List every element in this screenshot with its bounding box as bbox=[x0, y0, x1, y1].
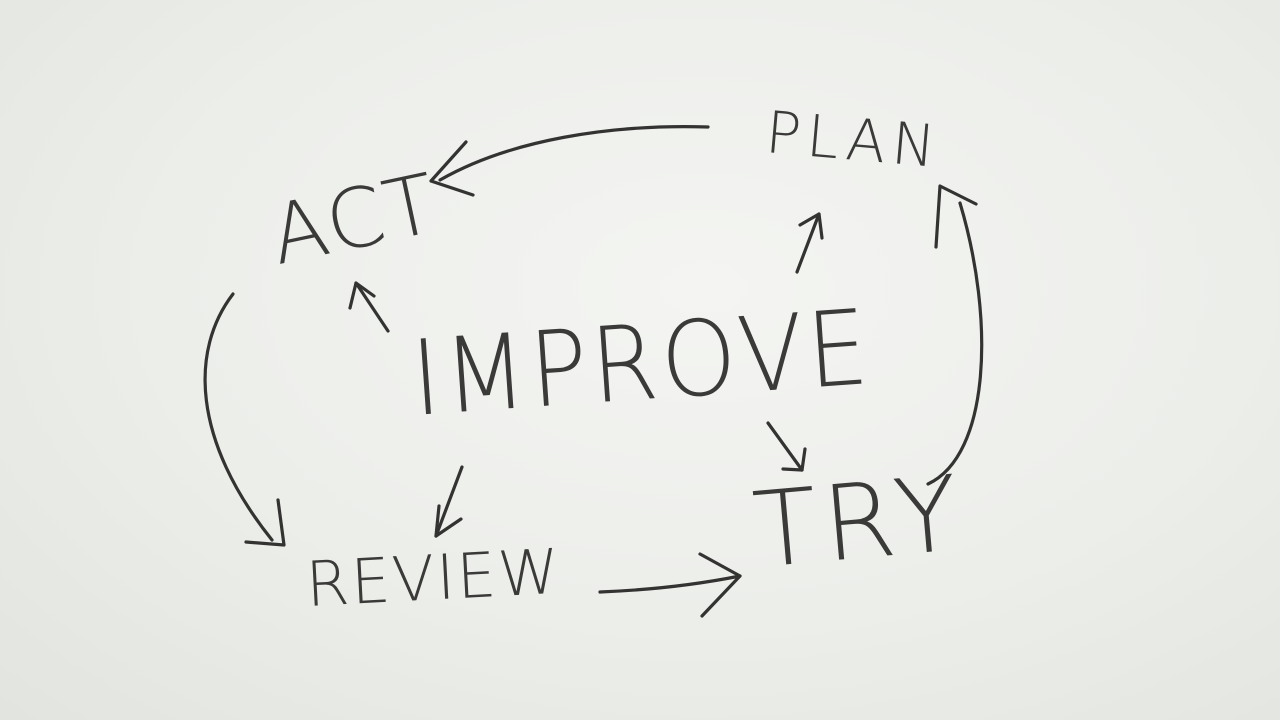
arrow-improve-to-try bbox=[766, 421, 804, 472]
node-try-label: TRY bbox=[748, 451, 970, 592]
arrow-improve-to-try-head bbox=[781, 447, 807, 472]
arrow-improve-to-review-head bbox=[434, 504, 463, 538]
arrow-improve-to-plan bbox=[795, 212, 821, 274]
arrow-review-to-try bbox=[598, 574, 742, 594]
arrow-improve-to-review bbox=[434, 465, 464, 538]
arrow-try-to-plan-head bbox=[934, 184, 978, 249]
node-review-label: REVIEW bbox=[304, 534, 563, 621]
arrow-review-to-try-head bbox=[698, 552, 742, 618]
arrow-try-to-plan bbox=[926, 201, 984, 486]
arrow-improve-to-act bbox=[354, 281, 390, 333]
arrow-plan-to-act-head bbox=[429, 140, 475, 197]
arrow-act-to-review bbox=[203, 292, 274, 542]
arrow-act-to-review-head bbox=[244, 498, 286, 547]
arrow-improve-to-plan-head bbox=[798, 212, 824, 240]
arrow-plan-to-act bbox=[438, 125, 710, 182]
arrow-improve-to-act-head bbox=[348, 281, 376, 310]
